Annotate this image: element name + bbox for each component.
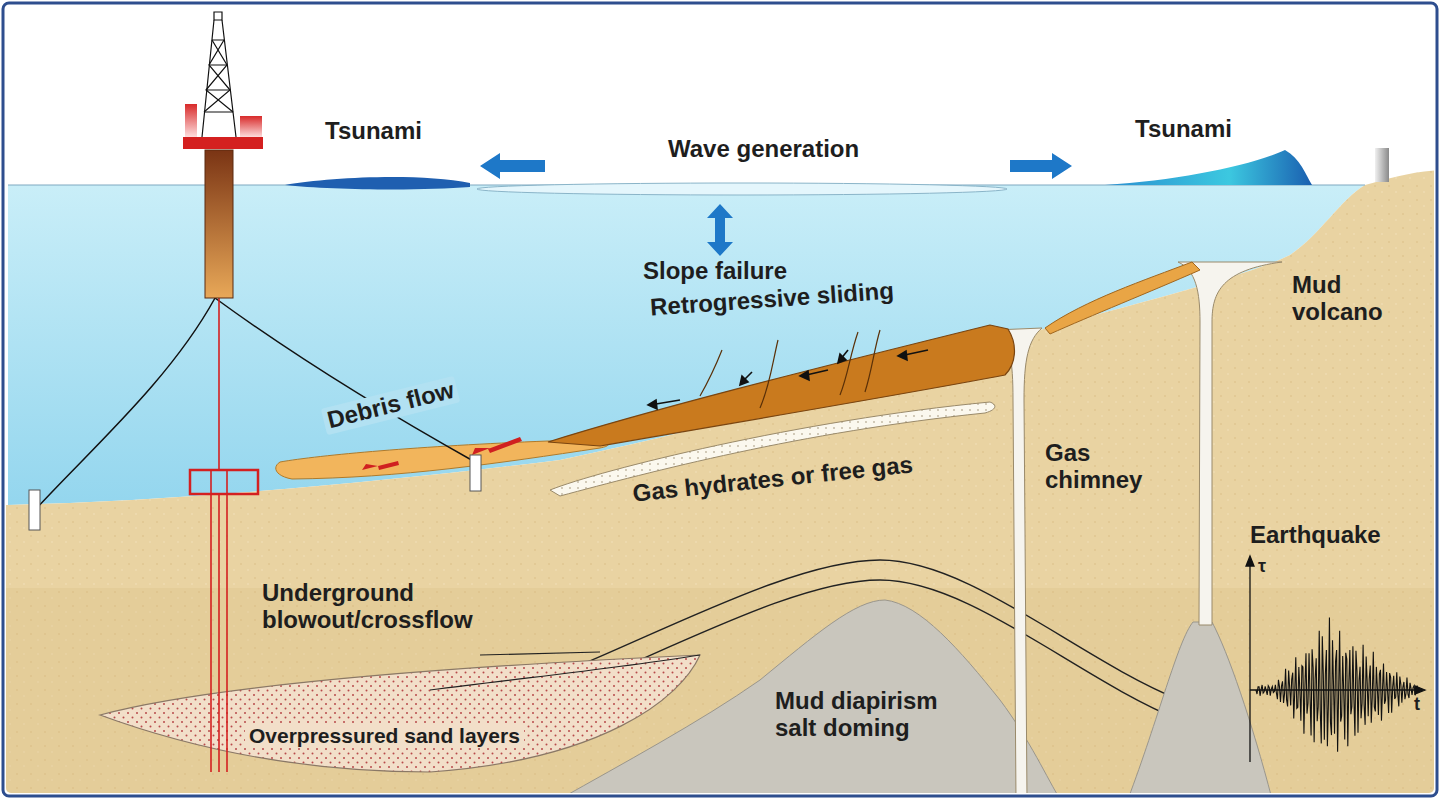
debris-flow xyxy=(276,441,608,479)
arrowhead xyxy=(648,400,657,409)
arrowhead xyxy=(898,351,907,360)
feature-label: Overpressured sand layers xyxy=(245,724,524,748)
process-label: Retrogressive sliding xyxy=(649,278,894,322)
bop-line xyxy=(210,470,212,494)
coastal-structure xyxy=(1375,148,1389,182)
axis-label: τ xyxy=(1258,556,1266,576)
wave-label: Tsunami xyxy=(1135,116,1232,143)
feature-label: Mud volcano xyxy=(1292,272,1383,326)
mooring-line xyxy=(215,298,475,462)
mud-flow xyxy=(1045,262,1200,334)
anchor xyxy=(29,490,40,530)
wave-label: Tsunami xyxy=(325,118,422,145)
arrowhead xyxy=(800,371,809,380)
sky xyxy=(6,6,1434,793)
feature-label: Mud diapirism salt doming xyxy=(775,688,975,742)
wave-arrow xyxy=(1010,153,1072,179)
casing xyxy=(218,494,220,772)
sand-lens xyxy=(100,655,700,772)
drill-string xyxy=(211,298,227,772)
volcano-conduit xyxy=(1178,262,1282,625)
slide-mass xyxy=(548,325,1014,446)
seismogram xyxy=(1256,617,1419,751)
axis-label: t xyxy=(1414,694,1420,714)
process-label: Debris flow xyxy=(321,376,461,435)
vertical-double-arrow xyxy=(707,204,733,256)
process-label: Slope failure xyxy=(643,258,787,285)
rig-deck xyxy=(183,137,263,149)
casing xyxy=(226,494,228,772)
derrick xyxy=(202,12,236,137)
arrowhead xyxy=(740,376,748,385)
blowout-preventer xyxy=(190,470,258,494)
anchor xyxy=(470,455,481,491)
surface-sag xyxy=(477,183,1007,195)
rig-column xyxy=(205,150,233,298)
wave-arrow xyxy=(480,153,545,179)
red-arrow xyxy=(362,461,399,470)
feature-label: Gas hydrates or free gas xyxy=(631,451,914,507)
slide-arrows xyxy=(648,350,928,409)
seismic-trace xyxy=(1256,617,1419,751)
axis xyxy=(1249,562,1250,762)
red-arrow xyxy=(472,437,522,455)
riser xyxy=(218,298,220,470)
frame xyxy=(3,3,1437,796)
gas-chimney xyxy=(995,328,1042,793)
rig-module xyxy=(185,104,197,138)
process-label: Earthquake xyxy=(1250,522,1381,549)
derrick-brace xyxy=(204,40,233,112)
slide-blocks xyxy=(700,330,880,408)
bop-line xyxy=(226,470,228,494)
tsunami-wave xyxy=(285,177,470,189)
derrick-brace xyxy=(204,40,233,112)
rig-module xyxy=(240,116,262,138)
process-label: Underground blowout/crossflow xyxy=(262,580,473,634)
casing xyxy=(210,494,212,772)
seismogram-axes xyxy=(1246,556,1425,762)
arrowhead xyxy=(1246,556,1254,566)
arrowhead xyxy=(838,354,846,363)
scene xyxy=(6,6,1434,793)
mooring-line xyxy=(35,298,215,510)
feature-label: Gas chimney xyxy=(1045,440,1142,494)
process-label: Wave generation xyxy=(668,136,859,163)
strata-line xyxy=(480,652,600,655)
derrick-leg xyxy=(202,20,236,137)
strata-line xyxy=(430,655,700,690)
tsunami-wave xyxy=(1105,150,1312,185)
lower-sediment xyxy=(6,588,1434,793)
debris-arrows xyxy=(362,437,522,470)
derrick-top xyxy=(214,12,222,20)
